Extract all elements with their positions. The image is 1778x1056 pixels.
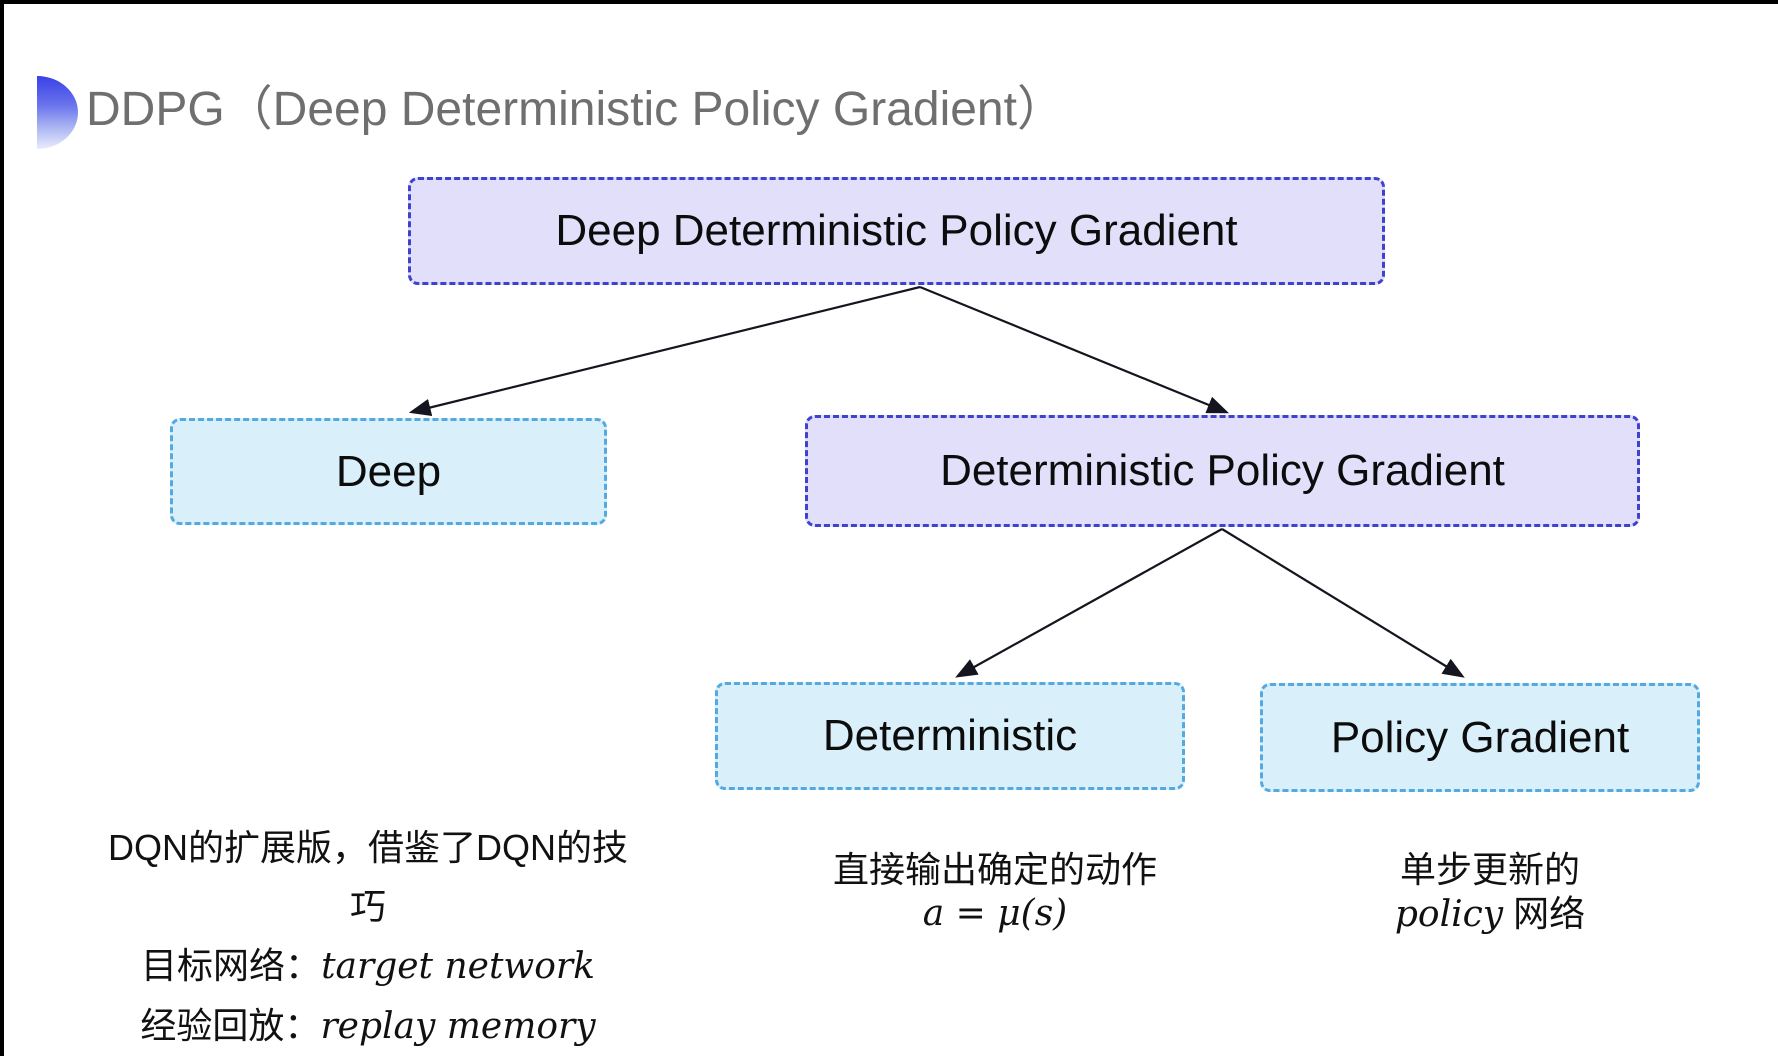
node-deep: Deep xyxy=(170,418,607,525)
frame-left-edge xyxy=(0,0,4,1056)
arrow-dpg-to-policy-gradient xyxy=(1221,528,1465,678)
note-policy-gradient-line2: policy 网络 xyxy=(1290,892,1690,937)
note-deep-line1: DQN的扩展版，借鉴了DQN的技巧 xyxy=(108,827,628,927)
note-policy-gradient-line1: 单步更新的 xyxy=(1399,849,1580,890)
note-deep: DQN的扩展版，借鉴了DQN的技巧 目标网络：target network 经验… xyxy=(100,818,636,1056)
note-policy-gradient-line2-term: policy xyxy=(1394,894,1504,935)
frame-top-edge xyxy=(0,0,1778,4)
node-deterministic: Deterministic xyxy=(715,682,1185,790)
note-deep-line3-term: replay memory xyxy=(320,1006,596,1047)
note-policy-gradient: 单步更新的 policy 网络 xyxy=(1290,848,1690,937)
node-deterministic-label: Deterministic xyxy=(822,711,1078,760)
note-deterministic-formula: a = μ(s) xyxy=(922,893,1068,934)
note-deep-line2-label: 目标网络： xyxy=(141,945,322,986)
note-deep-line2-term: target network xyxy=(321,946,595,987)
title-bullet-icon xyxy=(37,76,78,149)
page-title: DDPG（Deep Deterministic Policy Gradient） xyxy=(86,83,1065,136)
node-policy-gradient: Policy Gradient xyxy=(1260,683,1700,792)
arrow-dpg-to-deterministic xyxy=(955,528,1223,678)
note-deep-line2: 目标网络：target network xyxy=(100,936,636,996)
arrow-root-to-deep xyxy=(408,285,921,417)
node-policy-gradient-label: Policy Gradient xyxy=(1330,712,1630,762)
note-deep-line3-label: 经验回放： xyxy=(140,1005,321,1046)
note-deep-line3: 经验回放：replay memory xyxy=(100,996,636,1056)
node-root-label: Deep Deterministic Policy Gradient xyxy=(555,206,1238,255)
note-deterministic: 直接输出确定的动作 a = μ(s) xyxy=(795,848,1195,936)
node-deep-label: Deep xyxy=(335,446,442,496)
note-policy-gradient-line2-suffix: 网络 xyxy=(1503,893,1586,934)
node-dpg-label: Deterministic Policy Gradient xyxy=(940,446,1505,495)
note-deterministic-line1: 直接输出确定的动作 xyxy=(832,849,1157,890)
arrow-root-to-dpg xyxy=(919,285,1230,414)
node-deterministic-policy-gradient: Deterministic Policy Gradient xyxy=(805,415,1640,527)
node-root: Deep Deterministic Policy Gradient xyxy=(408,177,1385,285)
